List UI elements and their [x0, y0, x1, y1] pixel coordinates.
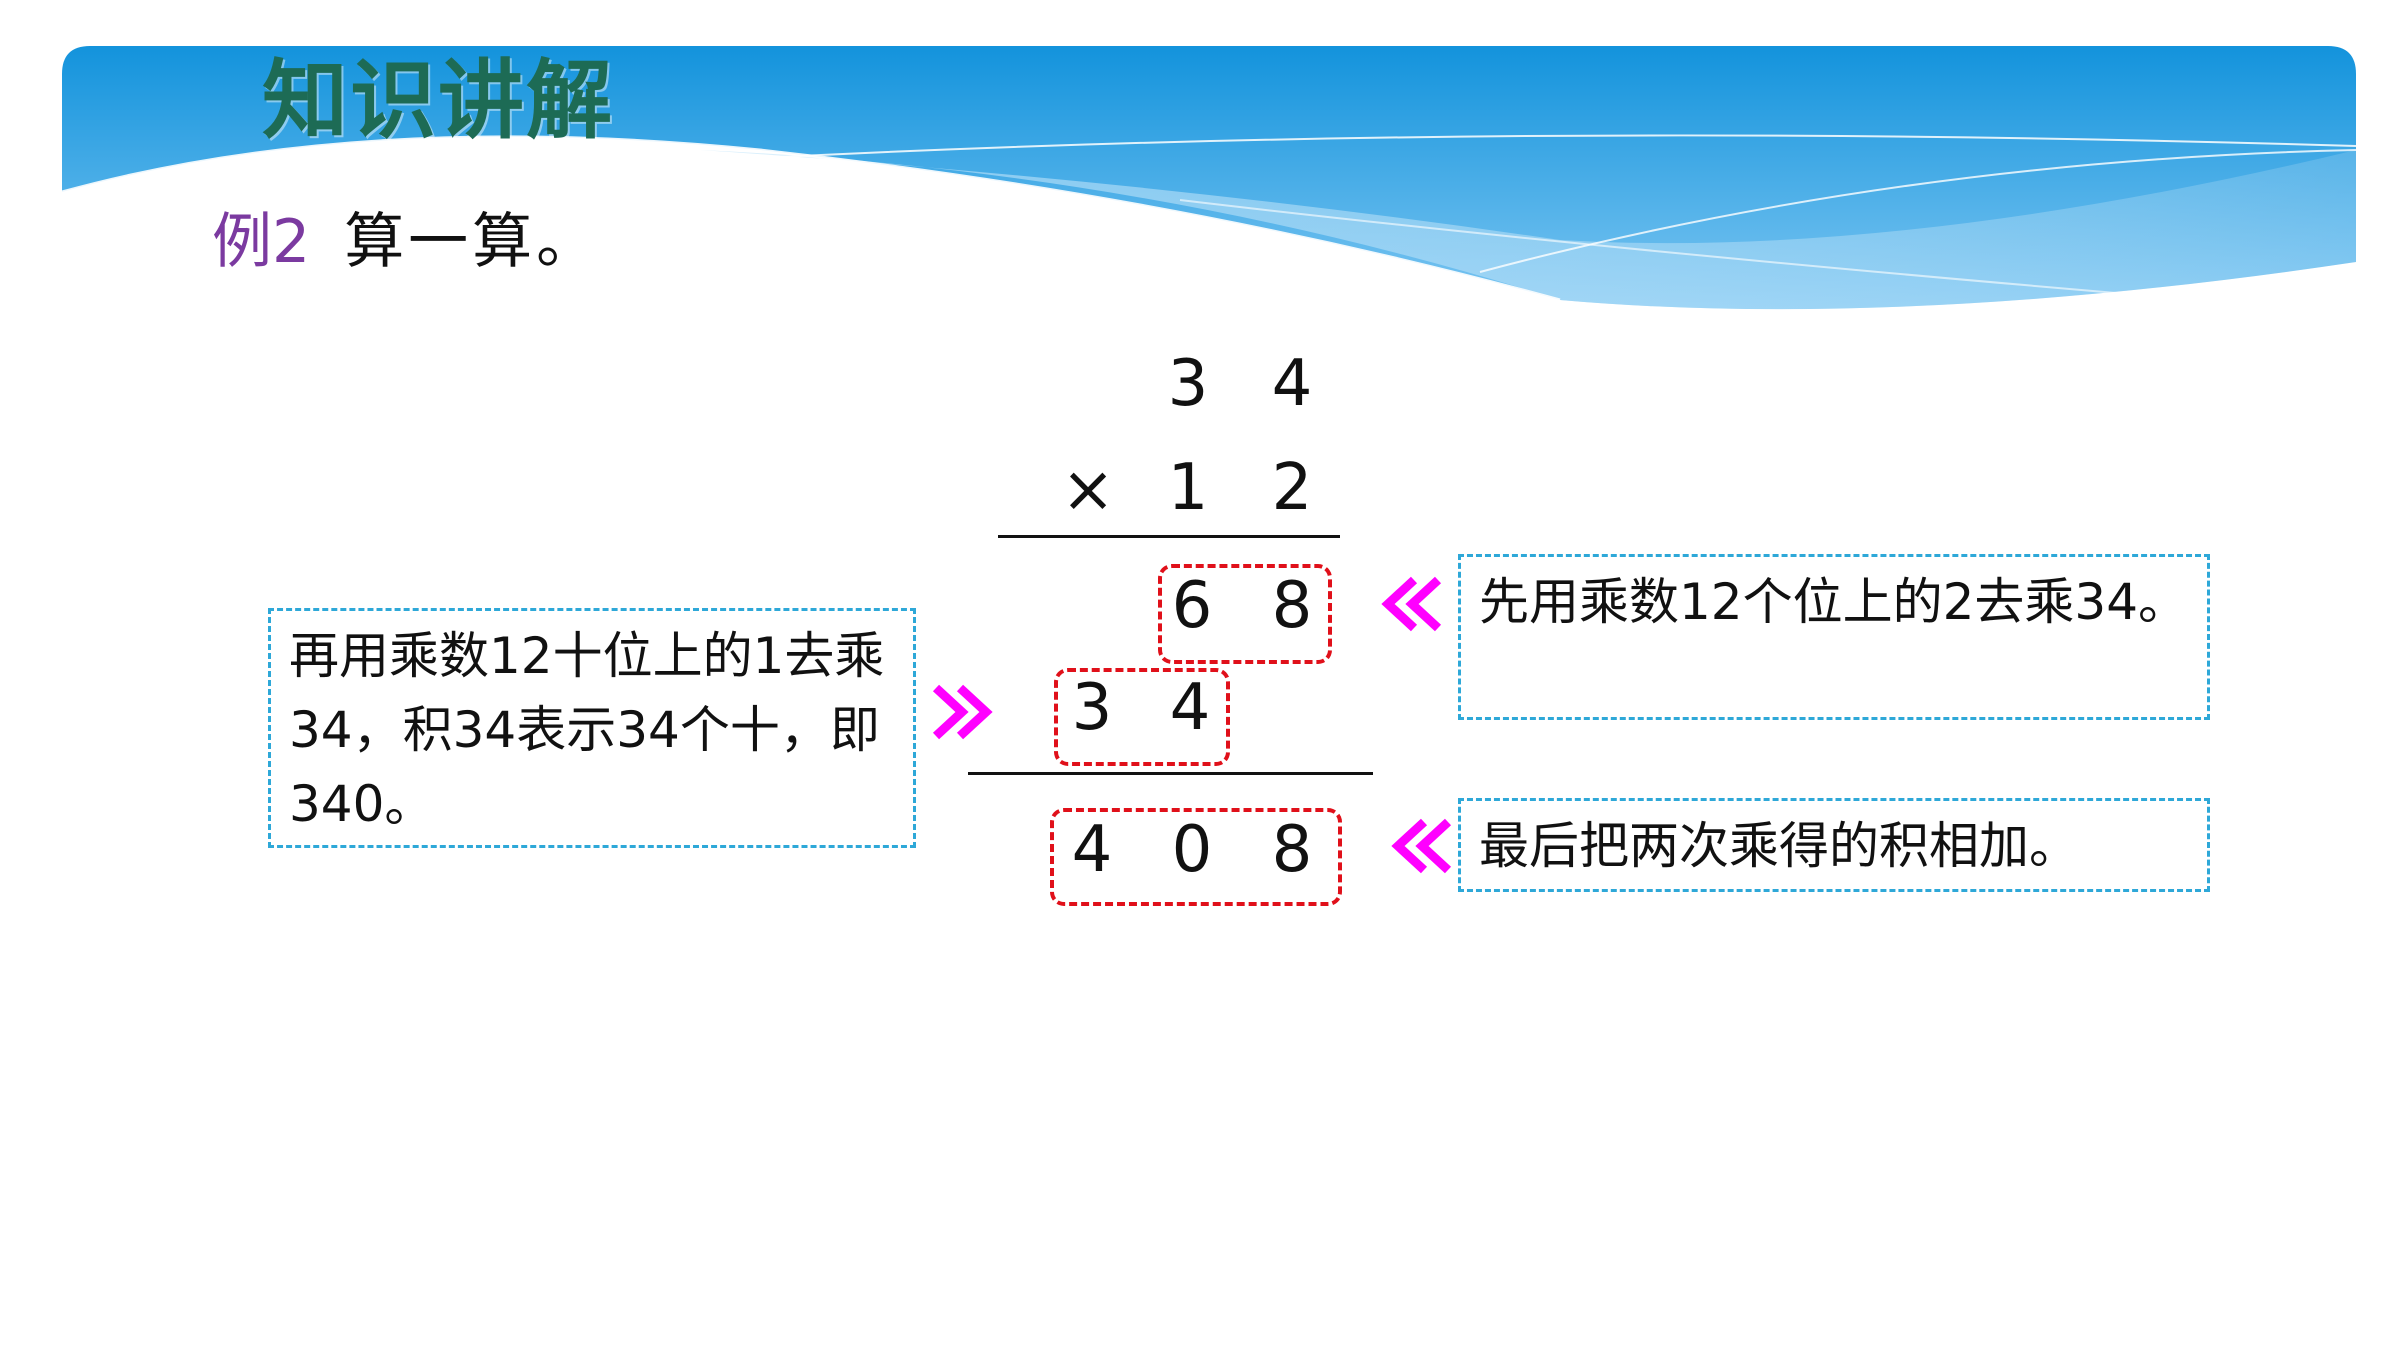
- note-sum-step: 最后把两次乘得的积相加。: [1458, 798, 2210, 892]
- result-highlight: [1050, 808, 1342, 906]
- slide-title: 知识讲解: [262, 51, 614, 151]
- note-tens-step: 再用乘数12十位上的1去乘34，积34表示34个十，即340。: [268, 608, 916, 848]
- double-chevron-right-icon: [932, 684, 993, 740]
- header-banner: [61, 46, 2357, 310]
- result-hundreds-digit: 4: [1071, 813, 1113, 887]
- first-rule-line: [998, 535, 1340, 538]
- multiplier-ones-digit: 2: [1271, 451, 1313, 525]
- partial-product-ones-highlight: [1158, 564, 1332, 664]
- result-tens-digit: 0: [1171, 813, 1213, 887]
- double-chevron-left-icon: [1381, 576, 1442, 632]
- partial-product-tens-tens-digit: 4: [1169, 671, 1211, 745]
- partial-product-tens-hundreds-digit: 3: [1071, 671, 1113, 745]
- partial-product-tens-highlight: [1054, 668, 1230, 766]
- example-label: 例2: [212, 207, 311, 277]
- second-rule-line: [968, 772, 1373, 775]
- multiplicand-tens-digit: 3: [1167, 347, 1209, 421]
- double-chevron-left-icon: [1391, 818, 1452, 874]
- multiplicand-ones-digit: 4: [1271, 347, 1313, 421]
- partial-product-ones-ones-digit: 8: [1271, 569, 1313, 643]
- multiplier-tens-digit: 1: [1167, 451, 1209, 525]
- multiply-sign: ×: [1061, 453, 1115, 527]
- example-instruction: 算一算。: [344, 207, 601, 277]
- partial-product-ones-tens-digit: 6: [1171, 569, 1213, 643]
- note-ones-step: 先用乘数12个位上的2去乘34。: [1458, 554, 2210, 720]
- result-ones-digit: 8: [1271, 813, 1313, 887]
